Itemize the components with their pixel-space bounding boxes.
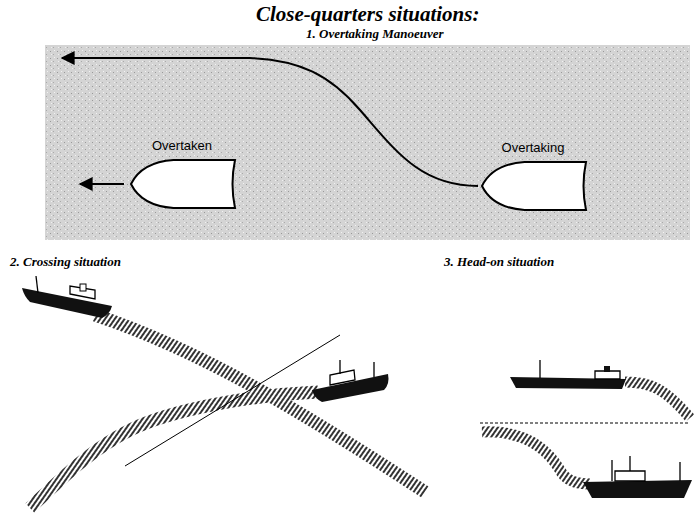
- ship-label: Overtaken: [129, 138, 235, 153]
- hull-outline: [480, 160, 586, 212]
- ship: [510, 360, 626, 389]
- ship-label: Overtaking: [480, 140, 586, 155]
- section-label: 2. Crossing situation: [10, 254, 121, 270]
- section-label: 1. Overtaking Manoeuver: [306, 26, 444, 42]
- overtaking-track: [62, 58, 478, 186]
- hull-outline: [129, 158, 235, 210]
- ship-node: Overtaking: [480, 140, 586, 212]
- hull-shape: [131, 160, 235, 208]
- section-label: 3. Head-on situation: [444, 254, 554, 270]
- wake: [482, 432, 590, 484]
- ship: [583, 456, 692, 498]
- center-line: [480, 423, 690, 424]
- wake: [30, 392, 318, 508]
- course-arrow: [80, 183, 124, 185]
- ship: [312, 360, 389, 402]
- ship: [22, 276, 112, 318]
- hull-shape: [482, 162, 586, 210]
- sight-line: [125, 335, 340, 466]
- title: Close-quarters situations:: [256, 2, 479, 27]
- wake: [625, 382, 690, 418]
- ship-node: Overtaken: [129, 138, 235, 210]
- water-band: [45, 45, 690, 240]
